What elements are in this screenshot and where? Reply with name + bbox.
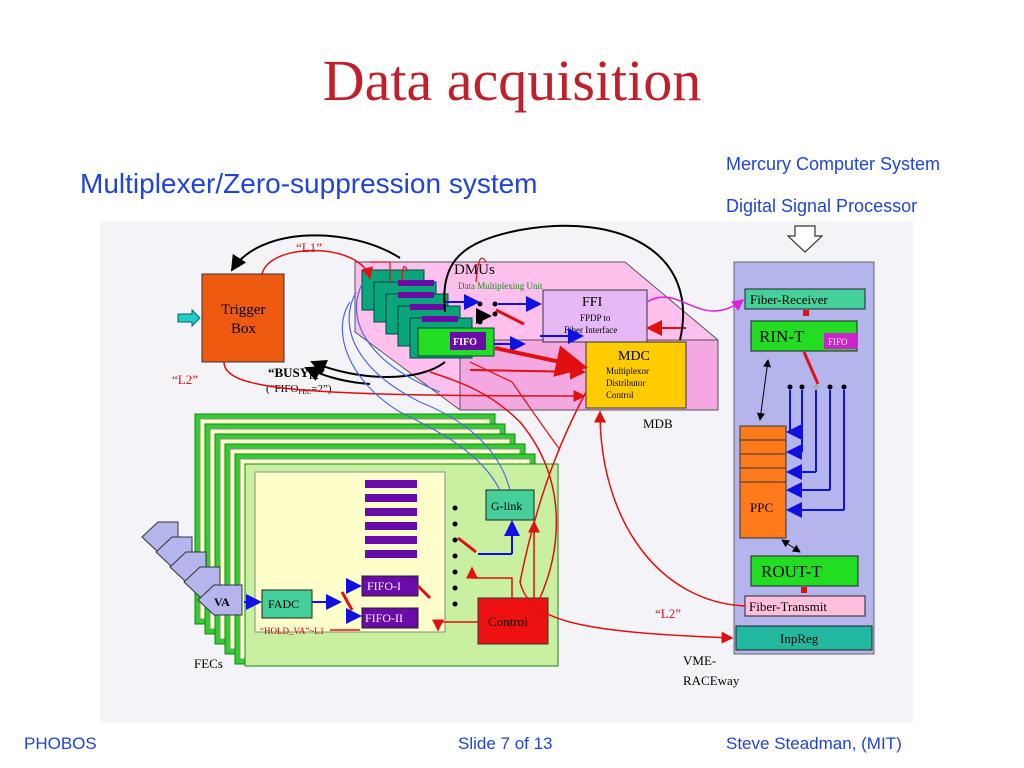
- va-chips: VA: [141, 521, 262, 616]
- vme-line-2: RACEway: [683, 673, 740, 688]
- fifo-stack: [365, 480, 417, 558]
- dmus-label: DMUs: [454, 262, 495, 278]
- fifo-bar: [365, 494, 417, 502]
- glink-box: [485, 489, 535, 521]
- fifo-bar: [365, 508, 417, 516]
- daq-diagram: MDB FIFO DMUs Data Multiplexing Unit FFI…: [100, 222, 913, 722]
- l2-label-left: “L2”: [172, 372, 198, 387]
- vme-rack: Fiber-Receiver RIN-T FIFO PPC ROUT-T: [733, 261, 875, 655]
- trigger-box: Trigger Box: [201, 273, 285, 363]
- l2-label-right: “L2”: [655, 606, 681, 621]
- fecs-label: FECs: [194, 656, 223, 671]
- hold-va-label: “HOLD_VA”~L1: [260, 626, 324, 636]
- dmu-fifo-bar: [422, 316, 458, 322]
- vme-line-1: VME-: [683, 653, 716, 668]
- mdb-label: MDB: [643, 416, 673, 431]
- ffi-line-1: FPDP to: [580, 313, 611, 323]
- fec-output-switch: [452, 505, 520, 607]
- dmu-fifo-label: FIFO: [453, 337, 477, 348]
- va-label: VA: [214, 595, 230, 609]
- fifo-bar: [365, 550, 417, 558]
- dsp-down-arrow: [786, 225, 824, 253]
- trigger-input-arrow: [177, 308, 201, 328]
- mdc-line-2: Distributor: [606, 378, 646, 388]
- mdc-line-3: Control: [606, 390, 634, 400]
- signal-lines: [223, 224, 746, 644]
- l1-label: “L1”: [296, 240, 322, 255]
- dmu-fifo-bar: [398, 280, 434, 286]
- control-label: Control: [488, 614, 528, 629]
- side-note-line-2: Digital Signal Processor: [726, 196, 918, 216]
- slide-subtitle: Multiplexer/Zero-suppression system: [80, 168, 538, 199]
- ffi-box: FFI FPDP to Fiber Interface: [542, 289, 648, 343]
- slide-title: Data acquisition: [322, 48, 702, 113]
- fadc-box: [261, 589, 313, 619]
- dmu-fifo-box: [450, 332, 486, 350]
- rin-t: RIN-T: [759, 327, 805, 346]
- dmu-fifo-bar: [410, 304, 446, 310]
- footer-right: Steve Steadman, (MIT): [726, 734, 902, 753]
- mdc-box: MDC Multiplexor Distributor Control: [585, 341, 687, 409]
- ffi-title: FFI: [582, 295, 603, 310]
- mdc-line-1: Multiplexor: [606, 366, 649, 376]
- inpreg: InpReg: [780, 631, 819, 646]
- fifo-bar: [365, 536, 417, 544]
- dmu-fifo-bar: [398, 292, 434, 298]
- fifo-bar: [365, 522, 417, 530]
- footer-center: Slide 7 of 13: [458, 734, 553, 753]
- trigger-box-line-1: Trigger: [221, 302, 265, 318]
- fiber-transmit: Fiber-Transmit: [749, 599, 827, 614]
- rin-fifo-box: [824, 333, 857, 349]
- fifo-2-label: FIFO-II: [365, 611, 403, 625]
- footer-left: PHOBOS: [24, 734, 97, 753]
- dmu-full-name: Data Multiplexing Unit: [458, 281, 543, 291]
- side-note-line-1: Mercury Computer System: [726, 154, 941, 174]
- fifo-1-label: FIFO-I: [367, 579, 401, 593]
- fifo-2-box: [361, 607, 419, 629]
- inpreg-box: [735, 625, 873, 651]
- mdc-title: MDC: [618, 349, 650, 364]
- control-box: [477, 597, 549, 645]
- ffi-line-2: Fiber Interface: [564, 325, 617, 335]
- rout-t-box: [750, 555, 859, 587]
- dmu-switch: [444, 294, 542, 352]
- rout-t: ROUT-T: [761, 562, 822, 581]
- glink-label: G-link: [491, 499, 522, 513]
- ppc-label: PPC: [750, 500, 773, 515]
- trigger-box-line-2: Box: [231, 321, 257, 337]
- rin-fifo: FIFO: [828, 337, 848, 347]
- fadc-label: FADC: [268, 597, 299, 611]
- fiber-receiver: Fiber-Receiver: [750, 292, 828, 307]
- fiber-receiver-box: [744, 288, 866, 310]
- fifo-bar: [365, 480, 417, 488]
